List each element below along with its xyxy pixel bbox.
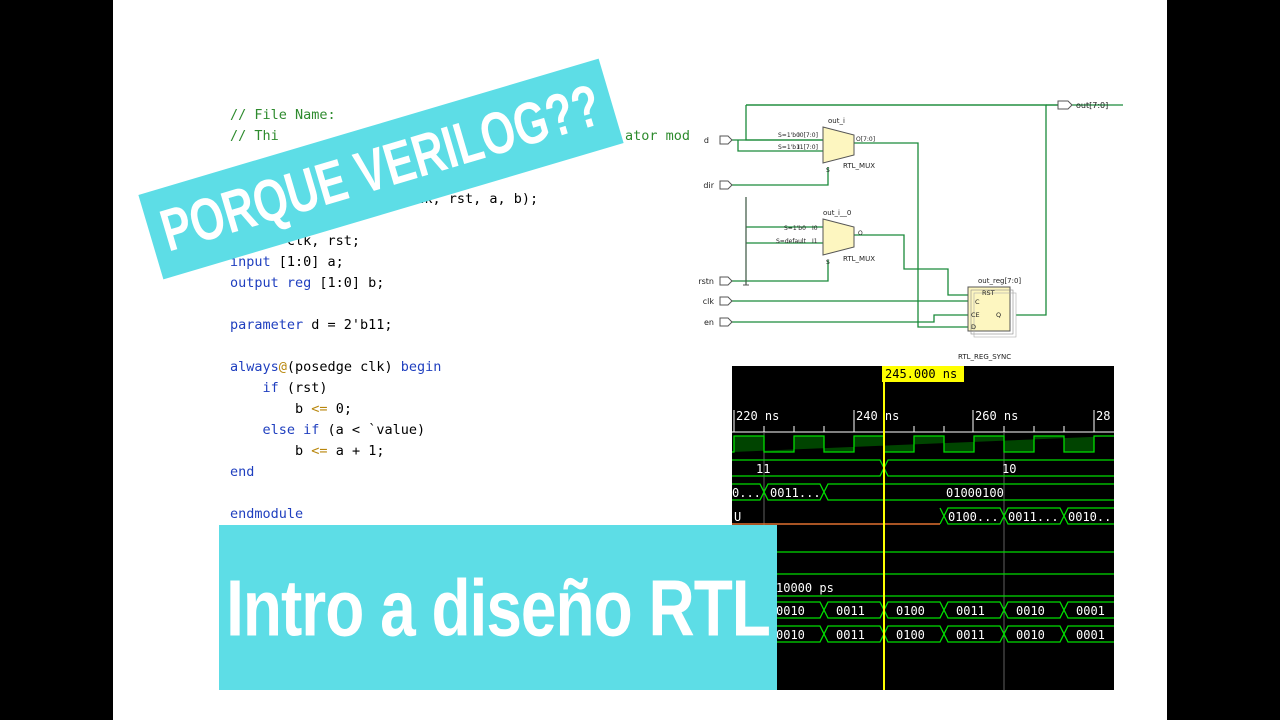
code-kw-else-if: else if — [262, 422, 320, 438]
mux1-in1-label: S=1'b1 — [778, 144, 800, 151]
row4-val-1: 0100... — [948, 510, 999, 524]
intro-rtl-banner: Intro a diseño RTL — [219, 525, 777, 690]
port-en: en — [704, 318, 714, 327]
mux1-in0-pin: I0[7:0] — [798, 132, 818, 139]
mux1-type: RTL_MUX — [843, 162, 875, 170]
verilog-code-comment-end: ator mod — [625, 126, 690, 147]
verilog-code-body: i ut clk, rst; input [1:0] a; output reg… — [230, 231, 441, 525]
reg-name: out_reg[7:0] — [978, 277, 1021, 285]
code-kw-if: if — [262, 380, 279, 396]
banner-bottom-text: Intro a diseño RTL — [226, 562, 771, 653]
mux1-in1-pin: I1[7:0] — [798, 144, 818, 151]
code-line-parameter: d = 2'b11; — [303, 317, 393, 333]
port-out: out[7:0] — [1076, 101, 1108, 110]
row8-val-4: 0010 — [1016, 604, 1045, 618]
reg-d: D — [971, 323, 976, 331]
code-op-assign-1: <= — [311, 401, 328, 417]
row9-val-5: 0001 — [1076, 628, 1105, 642]
code-line-b-reset: b — [295, 401, 312, 417]
mux2-in0-label: S=1'b0 — [784, 225, 806, 232]
row8-val-3: 0011 — [956, 604, 985, 618]
row7-val: 10000 ps — [776, 581, 834, 595]
port-rstn: rstn — [698, 277, 714, 286]
row9-val-0: 0010 — [776, 628, 805, 642]
mux2-sel: S — [826, 259, 830, 266]
mux-out-i — [822, 126, 855, 164]
row8-val-1: 0011 — [836, 604, 865, 618]
code-line-zero: 0; — [327, 401, 352, 417]
verilog-code: // File Name: // Thi — [230, 105, 336, 147]
code-op-assign-2: <= — [311, 443, 328, 459]
code-kw-begin: begin — [400, 359, 442, 375]
reg-rst: RST — [982, 289, 995, 297]
tick-220: 220 ns — [736, 409, 779, 423]
row4-val-0: U — [734, 510, 741, 524]
row3-val-0: 0... — [732, 486, 761, 500]
code-line-comment-2-end: ator mod — [625, 128, 691, 144]
reg-c: C — [975, 298, 980, 306]
code-kw-always: always — [230, 359, 279, 375]
clk-wave — [732, 435, 1114, 453]
row3-val-1: 0011... — [770, 486, 821, 500]
code-line-a-plus-1: a + 1; — [327, 443, 385, 459]
code-kw-input: input — [230, 254, 271, 270]
mux1-in0-label: S=1'b0 — [778, 132, 800, 139]
code-op-at: @ — [278, 359, 287, 375]
mux2-in1-label: S=default — [776, 238, 807, 245]
cursor-label-box — [882, 366, 964, 382]
port-clk: clk — [703, 297, 715, 306]
mux2-out-pin: O — [858, 230, 863, 237]
reg-type: RTL_REG_SYNC — [958, 353, 1011, 361]
code-kw-end: end — [230, 464, 255, 480]
row4-val-2: 0011... — [1008, 510, 1059, 524]
code-line-compare: (a < `value) — [319, 422, 426, 438]
tick-240: 240 ns — [856, 409, 899, 423]
mux1-name: out_i — [828, 117, 845, 125]
code-line-b-incr: b — [295, 443, 312, 459]
code-kw-endmodule: endmodule — [230, 506, 304, 522]
code-kw-output: output reg — [230, 275, 312, 291]
code-line-output-b: [1:0] b; — [311, 275, 385, 291]
port-d: d — [704, 136, 709, 145]
row8-val-0: 0010 — [776, 604, 805, 618]
mux2-in0-pin: I0 — [812, 225, 818, 232]
code-line-sensitivity: (posedge clk) — [286, 359, 401, 375]
row8-val-5: 0001 — [1076, 604, 1105, 618]
mux-out-i-0 — [822, 218, 855, 256]
row9-val-1: 0011 — [836, 628, 865, 642]
video-frame: // File Name: // Thi ator mod (clk, rst,… — [113, 0, 1167, 720]
row2-val-0: 11 — [756, 462, 770, 476]
code-line-comment-2-start: // Thi — [230, 128, 279, 144]
tick-260: 260 ns — [975, 409, 1018, 423]
port-dir: dir — [703, 181, 714, 190]
reg-q: Q — [996, 311, 1001, 319]
mux2-type: RTL_MUX — [843, 255, 875, 263]
row3-val-2: 01000100 — [946, 486, 1004, 500]
row9-val-3: 0011 — [956, 628, 985, 642]
row4-val-3: 0010... — [1068, 510, 1114, 524]
register-out-reg — [967, 286, 1011, 332]
code-line-comment-1: // File Name: — [230, 107, 336, 123]
row9-val-4: 0010 — [1016, 628, 1045, 642]
code-line-input-a: [1:0] a; — [270, 254, 344, 270]
cursor-time: 245.000 ns — [885, 367, 957, 381]
code-kw-parameter: parameter — [230, 317, 304, 333]
row2-val-1: 10 — [1002, 462, 1016, 476]
waveform-viewer: 245.000 ns 220 ns 240 ns 260 ns 28 — [732, 366, 1114, 690]
mux2-in1-pin: I1 — [812, 238, 818, 245]
reg-ce: CE — [971, 311, 980, 319]
mux1-sel: S — [826, 167, 830, 174]
rtl-schematic: d dir rstn clk en out[7:0] out_i S=1'b0 … — [698, 100, 1123, 361]
row8-val-2: 0100 — [896, 604, 925, 618]
mux2-name: out_i__0 — [823, 209, 851, 217]
code-line-if-rst: (rst) — [278, 380, 328, 396]
row9-val-2: 0100 — [896, 628, 925, 642]
mux1-out-pin: O[7:0] — [856, 136, 875, 143]
tick-280: 28 — [1096, 409, 1110, 423]
